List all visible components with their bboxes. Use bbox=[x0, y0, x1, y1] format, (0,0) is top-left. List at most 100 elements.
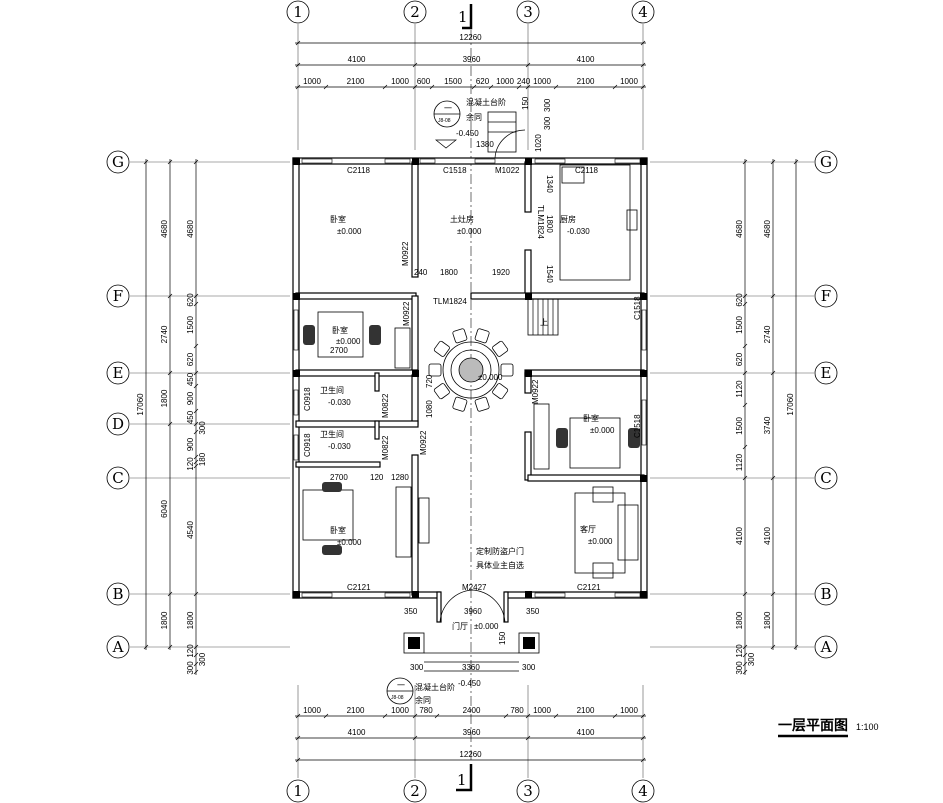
dimension-text: 3360 bbox=[462, 663, 480, 672]
axis-bubble-B: B bbox=[814, 582, 838, 606]
axis-bubble-1: 1 bbox=[286, 0, 310, 24]
room-name: 卧室 bbox=[330, 214, 346, 224]
dimension-text: 2400 bbox=[463, 706, 481, 715]
axis-bubble-1: 1 bbox=[286, 779, 310, 803]
section-mark-top: 1 bbox=[458, 4, 473, 30]
steps-note: 余同 bbox=[466, 112, 482, 122]
room-level: -0.030 bbox=[328, 398, 351, 407]
dimension-text: 1000 bbox=[303, 77, 321, 86]
dimension-text: 1800 bbox=[545, 215, 554, 233]
dimension-text: 1000 bbox=[391, 77, 409, 86]
axis-label: A bbox=[820, 638, 832, 656]
dimension-text: 4100 bbox=[735, 527, 744, 545]
dimension-text: 2740 bbox=[763, 325, 772, 343]
room-level: ±0.000 bbox=[337, 227, 362, 236]
dimension-text: 1800 bbox=[186, 611, 195, 629]
axis-label: 2 bbox=[410, 782, 420, 800]
axis-bubble-A: A bbox=[106, 635, 130, 659]
room-name: 卧室 bbox=[330, 525, 346, 535]
wardrobe bbox=[533, 403, 550, 470]
level-mark: -0.450 bbox=[456, 129, 479, 138]
room-level: -0.030 bbox=[567, 227, 590, 236]
window-label: C2118 bbox=[575, 166, 599, 175]
door-note: 具体业主自选 bbox=[476, 560, 524, 570]
axis-bubble-C: C bbox=[106, 466, 130, 490]
dimension-text: 1500 bbox=[735, 417, 744, 435]
dimension-text: 150 bbox=[498, 631, 507, 645]
dimension-text: 3740 bbox=[763, 416, 772, 434]
dining-chair bbox=[492, 383, 509, 400]
steps-note: 余同 bbox=[415, 695, 431, 705]
dimension-text: 780 bbox=[510, 706, 524, 715]
door-label: TLM1824 bbox=[536, 205, 545, 239]
dimension-text: 1000 bbox=[620, 706, 638, 715]
axis-label: D bbox=[112, 415, 124, 433]
detail-sheet: J8-08 bbox=[391, 695, 404, 701]
dimension-text: 350 bbox=[526, 607, 540, 616]
room-level: ±0.000 bbox=[337, 538, 362, 547]
axis-label: E bbox=[113, 364, 124, 382]
dimension-text: 17060 bbox=[786, 393, 795, 416]
axis-label: B bbox=[820, 585, 831, 603]
bed bbox=[302, 482, 354, 555]
axis-label: E bbox=[821, 364, 832, 382]
notes: 定制防盗户门 具体业主自选 上 一 J8-08 混凝土台阶 余同 -0.450 … bbox=[386, 96, 552, 705]
door-label: M0922 bbox=[401, 241, 410, 266]
room-name: 门厅 bbox=[452, 621, 468, 631]
room-name: 卧室 bbox=[332, 325, 348, 335]
drawing-title: 一层平面图 1:100 bbox=[778, 717, 879, 738]
axis-label: C bbox=[820, 469, 831, 487]
axis-bubble-E: E bbox=[814, 361, 838, 385]
tv-cabinet bbox=[418, 497, 430, 544]
dimension-text: 300 bbox=[410, 663, 424, 672]
dimension-text: 120 bbox=[370, 473, 384, 482]
dimension-text: 350 bbox=[404, 607, 418, 616]
dining-table bbox=[442, 341, 500, 399]
stair-up-label: 上 bbox=[540, 318, 548, 327]
dimension-text: 240 bbox=[414, 268, 428, 277]
dimension-text: 300 bbox=[522, 663, 536, 672]
dimension-text: 120 bbox=[186, 457, 195, 471]
dimension-text: 1120 bbox=[735, 380, 744, 398]
dimension-text: 620 bbox=[186, 352, 195, 366]
dimension-text: 450 bbox=[186, 372, 195, 386]
dining-chairs bbox=[428, 328, 514, 412]
dining-chair bbox=[500, 363, 514, 377]
window-label: C2121 bbox=[347, 583, 371, 592]
dimension-text: 4680 bbox=[160, 220, 169, 238]
window-label: C1518 bbox=[443, 166, 467, 175]
door-label: TLM1824 bbox=[433, 297, 467, 306]
dimension-text: 1020 bbox=[534, 134, 543, 152]
detail-number: 一 bbox=[397, 681, 405, 690]
steps-note: 混凝土台阶 bbox=[466, 97, 506, 107]
walls bbox=[292, 111, 648, 672]
dimension-text: 1120 bbox=[735, 453, 744, 471]
axis-bubble-D: D bbox=[106, 412, 130, 436]
dining-chair bbox=[433, 340, 450, 357]
kitchen-counter bbox=[559, 164, 638, 281]
dining-chair bbox=[474, 396, 490, 412]
staircase bbox=[527, 298, 559, 336]
detail-sheet: J8-08 bbox=[438, 118, 451, 124]
dimension-text: 2100 bbox=[577, 77, 595, 86]
dimension-text: 1540 bbox=[545, 265, 554, 283]
opening-labels: C2118 C1518 M1022 C2118 TLM1824 1800 134… bbox=[303, 166, 642, 592]
door-label: M0822 bbox=[381, 435, 390, 460]
dimension-text: 1080 bbox=[425, 400, 434, 418]
axis-label: 3 bbox=[523, 782, 533, 800]
dimension-text: 300 bbox=[186, 661, 195, 675]
dimension-text: 6040 bbox=[160, 500, 169, 518]
dimension-text: 620 bbox=[735, 352, 744, 366]
axis-bubble-A: A bbox=[814, 635, 838, 659]
axis-label: 1 bbox=[293, 782, 303, 800]
axis-label: F bbox=[113, 287, 123, 305]
axis-bubble-3: 3 bbox=[516, 779, 540, 803]
dimension-text: 1500 bbox=[444, 77, 462, 86]
dimension-text: 900 bbox=[186, 391, 195, 405]
axis-bubble-G: G bbox=[814, 150, 838, 174]
dining-chair bbox=[492, 340, 509, 357]
dimension-text: 300 bbox=[747, 652, 756, 666]
window-label: C2118 bbox=[347, 166, 371, 175]
axis-bubble-B: B bbox=[106, 582, 130, 606]
door-label: M0922 bbox=[419, 430, 428, 455]
